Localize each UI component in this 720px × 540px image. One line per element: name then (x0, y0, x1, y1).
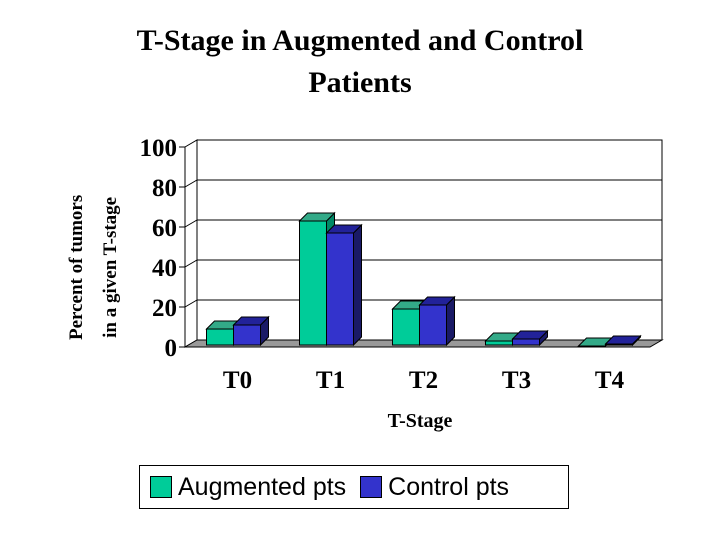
bar-control-pts-t2 (419, 304, 447, 346)
legend-label-augmented: Augmented pts (178, 472, 347, 501)
bar-control-pts-t3 (512, 338, 540, 346)
y-tick-label: 20 (152, 295, 177, 322)
legend-item-control: Control pts (360, 473, 509, 502)
bar-augmented-pts-t0 (206, 328, 234, 346)
plot-side-wall (184, 139, 198, 348)
x-tick-label: T4 (595, 367, 625, 394)
bar-control-pts-t0 (233, 324, 261, 346)
chart-title-line2: Patients (308, 66, 412, 99)
bar-augmented-pts-t4 (578, 345, 606, 347)
x-axis-label: T-Stage (387, 410, 453, 432)
bar-augmented-pts-t2 (392, 308, 420, 346)
y-tick-label: 0 (165, 335, 178, 362)
chart-title: T-Stage in Augmented and Control Patient… (60, 20, 660, 104)
legend-swatch-augmented (150, 476, 172, 498)
gridline-side (184, 259, 198, 268)
legend-label-control: Control pts (388, 472, 510, 501)
bar-control-pts-t4 (605, 343, 633, 346)
gridline-side (184, 219, 198, 228)
x-tick-label: T3 (502, 367, 531, 394)
chart-title-line1: T-Stage in Augmented and Control (136, 24, 584, 57)
gridline-side (184, 179, 198, 188)
legend-swatch-control (360, 476, 383, 498)
bar-side (353, 223, 362, 347)
legend-item-augmented: Augmented pts (150, 473, 346, 502)
bar-control-pts-t1 (326, 232, 354, 346)
gridline-side (184, 299, 198, 308)
bar-augmented-pts-t3 (485, 340, 513, 346)
y-tick-label: 60 (152, 215, 177, 242)
y-tick-label: 40 (152, 255, 177, 282)
bar-augmented-pts-t1 (299, 220, 327, 346)
x-tick-label: T0 (223, 367, 252, 394)
legend: Augmented pts Control pts (139, 465, 569, 509)
y-tick-label: 80 (152, 175, 177, 202)
x-tick-label: T2 (409, 367, 438, 394)
x-tick-label: T1 (316, 367, 345, 394)
y-tick-label: 100 (140, 135, 178, 162)
